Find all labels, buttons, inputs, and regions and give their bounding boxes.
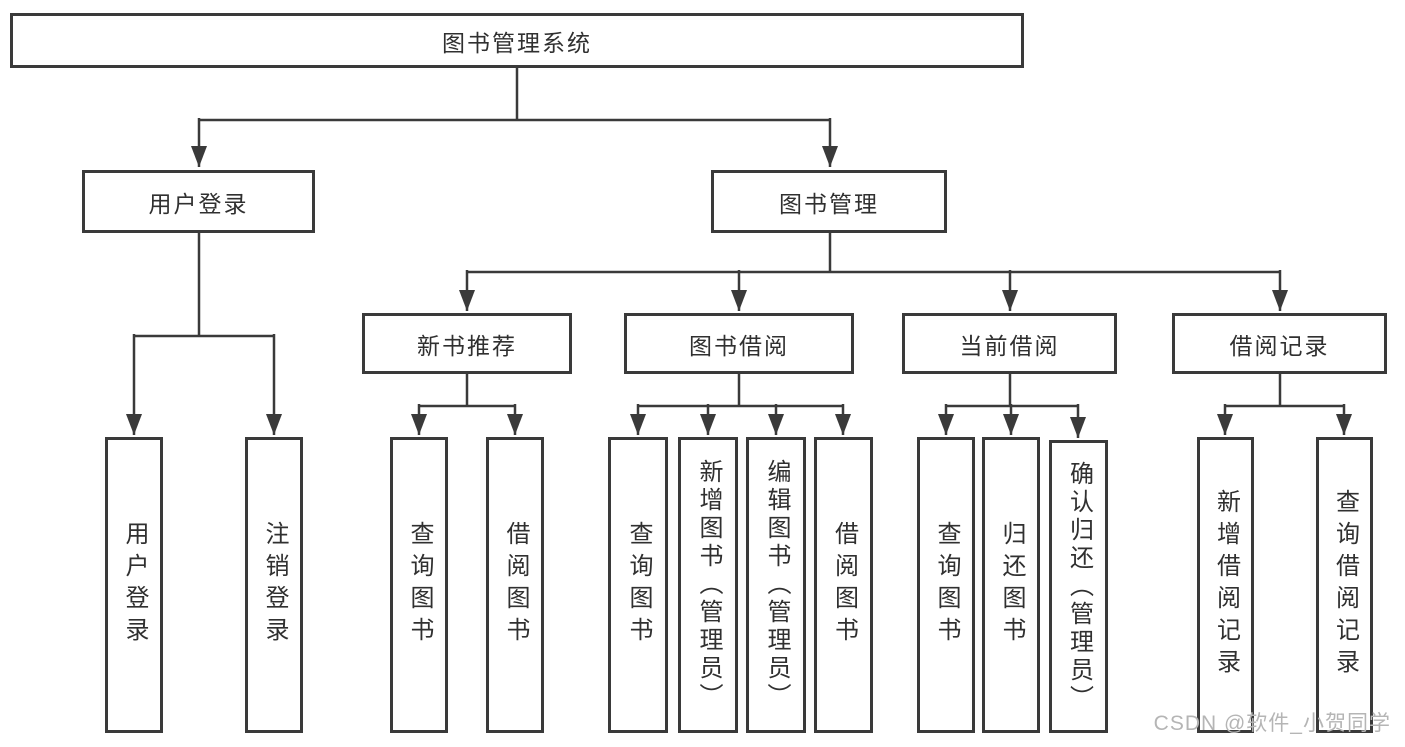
- leaf-add-book-admin: 新增图书（管理员）: [678, 437, 738, 733]
- leaf-add-borrow-record-label: 新增借阅记录: [1212, 489, 1240, 681]
- node-user-login-label: 用户登录: [148, 190, 249, 217]
- leaf-return-books: 归还图书: [982, 437, 1040, 733]
- leaf-user-login: 用户登录: [105, 437, 163, 733]
- node-new-book-recommendation-label: 新书推荐: [417, 332, 517, 359]
- leaf-add-borrow-record: 新增借阅记录: [1197, 437, 1254, 733]
- node-book-management: 图书管理: [711, 170, 947, 233]
- node-library-system: 图书管理系统: [10, 13, 1024, 68]
- node-current-borrowing: 当前借阅: [902, 313, 1117, 374]
- node-user-login: 用户登录: [82, 170, 315, 233]
- leaf-query-books-borrowing: 查询图书: [608, 437, 668, 733]
- node-book-management-label: 图书管理: [779, 190, 879, 217]
- node-borrow-records-label: 借阅记录: [1229, 332, 1330, 359]
- node-current-borrowing-label: 当前借阅: [959, 332, 1060, 359]
- leaf-query-borrow-record: 查询借阅记录: [1316, 437, 1373, 733]
- leaf-logout-label: 注销登录: [261, 521, 288, 649]
- leaf-logout: 注销登录: [245, 437, 303, 733]
- leaf-add-book-admin-label: 新增图书（管理员）: [695, 459, 722, 711]
- leaf-return-books-label: 归还图书: [998, 521, 1025, 649]
- leaf-user-login-label: 用户登录: [121, 521, 148, 649]
- node-borrow-records: 借阅记录: [1172, 313, 1387, 374]
- leaf-confirm-return-admin-label: 确认归还（管理员）: [1065, 460, 1093, 713]
- leaf-query-books-borrowing-label: 查询图书: [625, 521, 652, 649]
- leaf-query-borrow-record-label: 查询借阅记录: [1331, 489, 1359, 681]
- leaf-borrow-books-borrowing-label: 借阅图书: [830, 521, 858, 649]
- node-new-book-recommendation: 新书推荐: [362, 313, 572, 374]
- node-library-system-label: 图书管理系统: [442, 29, 592, 56]
- leaf-query-books-current-label: 查询图书: [933, 521, 960, 649]
- leaf-borrow-books-borrowing: 借阅图书: [814, 437, 873, 733]
- leaf-confirm-return-admin: 确认归还（管理员）: [1049, 440, 1108, 733]
- leaf-edit-book-admin: 编辑图书（管理员）: [746, 437, 806, 733]
- node-book-borrowing: 图书借阅: [624, 313, 854, 374]
- leaf-query-books-recommend-label: 查询图书: [406, 521, 433, 649]
- leaf-edit-book-admin-label: 编辑图书（管理员）: [763, 459, 790, 711]
- leaf-borrow-books-recommend-label: 借阅图书: [502, 521, 529, 649]
- leaf-query-books-current: 查询图书: [917, 437, 975, 733]
- leaf-borrow-books-recommend: 借阅图书: [486, 437, 544, 733]
- node-book-borrowing-label: 图书借阅: [689, 332, 789, 359]
- leaf-query-books-recommend: 查询图书: [390, 437, 448, 733]
- csdn-watermark: CSDN @软件_小贺同学: [1153, 712, 1391, 735]
